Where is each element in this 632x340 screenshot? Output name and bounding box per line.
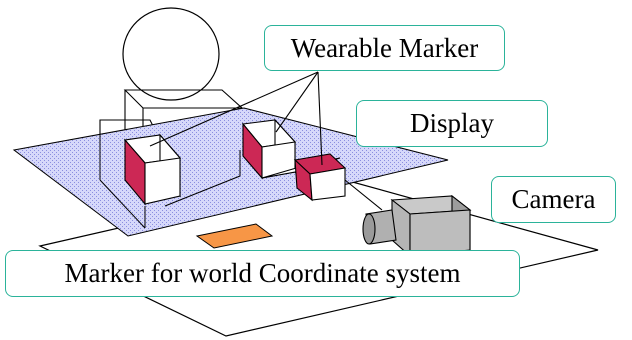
camera-sightline [344, 179, 383, 211]
wearable-marker-label: Wearable Marker [264, 25, 505, 71]
display-label: Display [356, 100, 548, 147]
camera-label: Camera [491, 176, 616, 223]
world-marker-label: Marker for world Coordinate system [5, 250, 520, 297]
wearable-marker-left [123, 133, 182, 206]
world-coordinate-marker [195, 223, 274, 249]
wearable-marker-leaders [149, 71, 323, 166]
user-torso [99, 120, 241, 229]
wearable-marker-right [241, 118, 297, 180]
wearable-marker-hand [261, 153, 347, 202]
user-head [122, 7, 220, 101]
camera-body [362, 194, 472, 258]
